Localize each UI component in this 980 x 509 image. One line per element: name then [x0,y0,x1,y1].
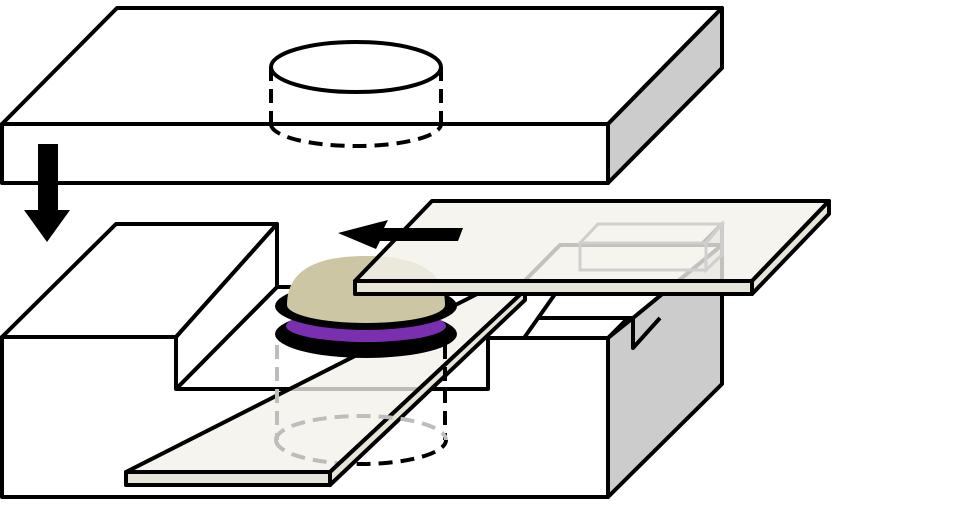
base-notch [606,316,662,350]
top-plate-side-face [606,6,724,185]
front-slide-front-edge [124,470,332,487]
faint-box-side [704,219,724,274]
left-arrow-icon [338,220,463,249]
top-slide-front-edge [353,279,754,296]
down-arrow-icon [24,144,70,242]
front-slide-side-edge [328,288,527,487]
hidden-line-top-arc [274,414,448,441]
top-plate-front-face [0,122,610,185]
top-plate [0,6,724,185]
faint-box-through-slide [576,219,726,274]
top-slide [353,199,831,296]
piston-hole-hidden-bottom [269,123,443,148]
piston-hole-top [269,40,443,94]
hidden-cylinder-lines [274,345,448,441]
top-slide-side-edge [750,199,831,296]
base-hole-hidden-bottom [274,439,448,466]
